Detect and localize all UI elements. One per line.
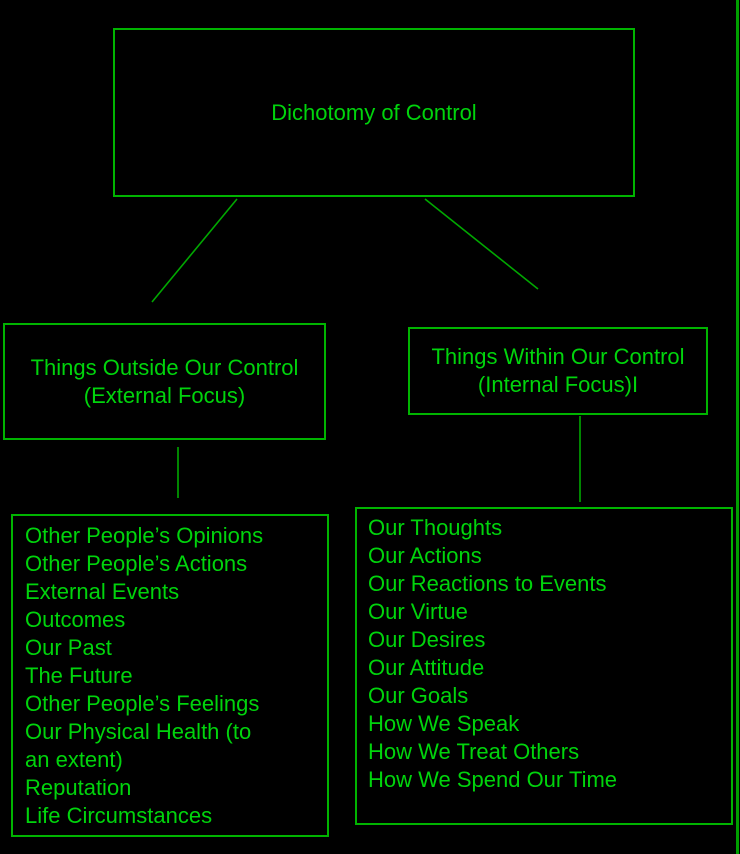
node-root[interactable]: Dichotomy of Control — [113, 28, 635, 197]
node-external-label-line1: Things Outside Our Control — [30, 354, 299, 380]
list-item: Our Thoughts — [368, 515, 503, 540]
connector-root-to-internal — [424, 198, 539, 290]
node-internal-label-text: (Internal Focus) — [477, 372, 632, 397]
node-things-within-control[interactable]: Things Within Our Control (Internal Focu… — [408, 327, 708, 415]
list-item: Our Virtue — [368, 599, 468, 624]
connector-root-to-external — [151, 198, 238, 303]
list-item: How We Speak — [368, 711, 520, 736]
list-item: Our Reactions to Events — [368, 571, 607, 596]
list-item: Other People’s Actions — [25, 551, 248, 576]
list-item: How We Spend Our Time — [368, 767, 618, 792]
node-things-outside-control[interactable]: Things Outside Our Control (External Foc… — [3, 323, 326, 440]
list-item: External Events — [25, 579, 180, 604]
list-item: Life Circumstances — [25, 803, 213, 828]
list-item: The Future — [25, 663, 133, 688]
list-item: Our Physical Health (to an extent) — [25, 719, 252, 772]
list-item: Our Desires — [368, 627, 486, 652]
list-item: Reputation — [25, 775, 132, 800]
list-item: Other People’s Feelings — [25, 691, 260, 716]
list-item: Our Past — [25, 635, 112, 660]
list-item: Other People’s Opinions — [25, 523, 264, 548]
list-item: Our Actions — [368, 543, 482, 568]
text-cursor: I — [631, 372, 639, 397]
node-external-label-line2: (External Focus) — [83, 382, 246, 408]
list-item: How We Treat Others — [368, 739, 580, 764]
node-root-label: Dichotomy of Control — [271, 99, 477, 125]
node-internal-label-line2: (Internal Focus)I — [478, 371, 638, 399]
node-internal-label-line1: Things Within Our Control — [431, 344, 685, 369]
screen-right-edge-line — [736, 0, 739, 854]
list-item: Outcomes — [25, 607, 126, 632]
list-item: Our Attitude — [368, 655, 485, 680]
list-item: Our Goals — [368, 683, 469, 708]
